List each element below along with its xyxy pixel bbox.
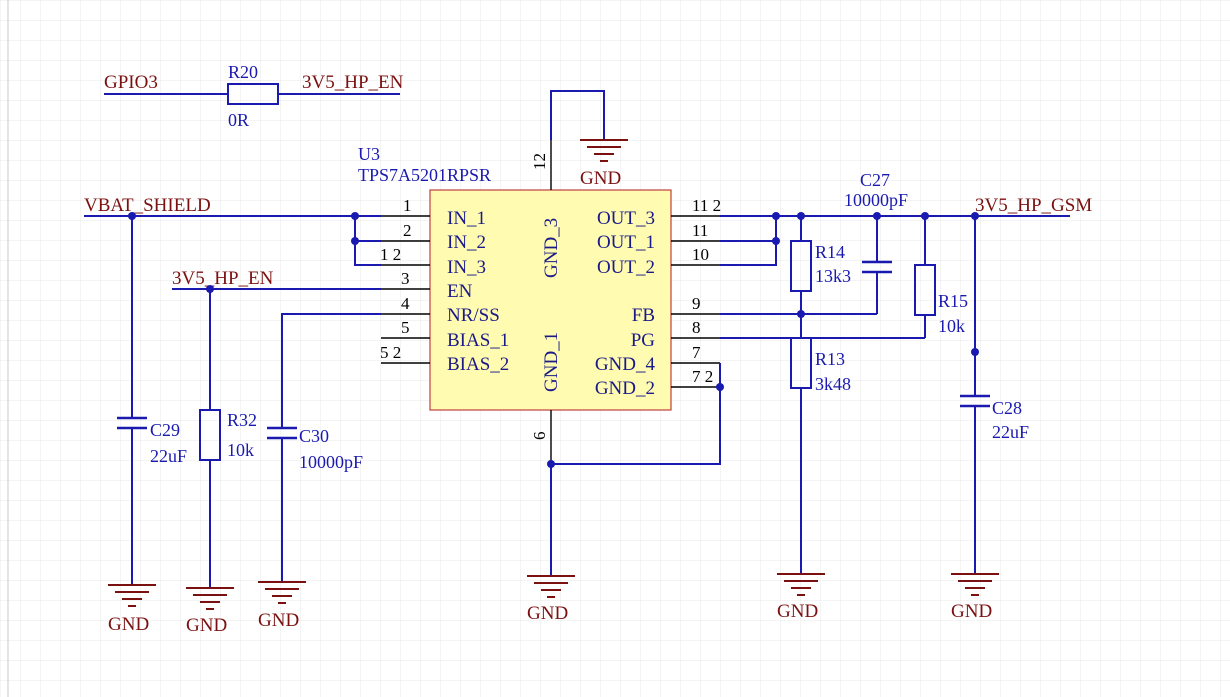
c28-capacitor: [960, 216, 990, 574]
pin-num-r3: 9: [692, 294, 701, 313]
junction-dots: [128, 212, 979, 468]
u3-left-pins: [381, 215, 430, 364]
pin-num-l0: 1: [403, 196, 412, 215]
r14-ref: R14: [815, 242, 845, 262]
gnd-symbol-c30: [258, 581, 306, 604]
r13-ref: R13: [815, 349, 845, 369]
pin-num-top: 12: [530, 153, 549, 170]
gnd-label-c29: GND: [108, 614, 149, 635]
gnd3-wire: [550, 90, 605, 140]
pin-name-pg: PG: [631, 330, 656, 351]
gnd-label-c30: GND: [258, 610, 299, 631]
r15-resistor: [914, 216, 936, 338]
pin-num-l2: 1 2: [380, 245, 401, 264]
c27-ref: C27: [860, 170, 890, 190]
pin-num-l1: 2: [403, 221, 412, 240]
pin-name-in3: IN_3: [447, 257, 486, 278]
pin-num-r1: 11: [692, 221, 708, 240]
pin-num-r6: 7 2: [692, 367, 713, 386]
pin-num-r4: 8: [692, 318, 701, 337]
c27-capacitor: [862, 216, 892, 314]
gnd-symbol-c29: [108, 584, 156, 607]
net-label-out: 3V5_HP_GSM: [975, 195, 1092, 216]
gnd-symbol-c28: [951, 573, 999, 596]
pin-name-gnd1: GND_1: [541, 332, 562, 392]
r32-value: 10k: [227, 440, 254, 460]
r32-resistor: [199, 289, 221, 588]
pin-name-out3: OUT_3: [597, 208, 655, 229]
u3-value: TPS7A5201RPSR: [358, 165, 491, 185]
gnd-symbol-ic: [527, 575, 575, 598]
c30-capacitor: [267, 313, 381, 582]
r20-ref: R20: [228, 62, 258, 82]
pin-name-bias1: BIAS_1: [447, 330, 509, 351]
net-label-en-left: 3V5_HP_EN: [172, 268, 274, 289]
pin-name-en: EN: [447, 281, 473, 302]
pin-name-bias2: BIAS_2: [447, 354, 509, 375]
net-label-vbat: VBAT_SHIELD: [84, 195, 211, 216]
pin-name-gnd3: GND_3: [541, 218, 562, 278]
pin-num-r2: 10: [692, 245, 709, 264]
gnd-label-ic: GND: [527, 603, 568, 624]
c27-value: 10000pF: [844, 190, 908, 210]
pin-num-l5: 5: [401, 318, 410, 337]
pin-num-l6: 5 2: [380, 343, 401, 362]
pin-name-gnd2: GND_2: [595, 378, 655, 399]
gnd-symbol-top: [580, 139, 628, 162]
gnd-label-c28: GND: [951, 601, 992, 622]
c30-ref: C30: [299, 426, 329, 446]
r20-value: 0R: [228, 110, 249, 130]
net-label-en-top: 3V5_HP_EN: [302, 72, 404, 93]
gnd-label-top: GND: [580, 168, 621, 189]
r32-ref: R32: [227, 410, 257, 430]
r13-value: 3k48: [815, 374, 851, 394]
pin-name-out2: OUT_2: [597, 257, 655, 278]
u3-ref: U3: [358, 144, 380, 164]
r15-value: 10k: [938, 316, 965, 336]
pin-num-r5: 7: [692, 343, 701, 362]
pin-name-in1: IN_1: [447, 208, 486, 229]
u3-right-pins: [671, 215, 720, 388]
pin-name-fb: FB: [632, 305, 655, 326]
pin-name-nrss: NR/SS: [447, 305, 500, 326]
c28-value: 22uF: [992, 422, 1029, 442]
c30-value: 10000pF: [299, 452, 363, 472]
c29-value: 22uF: [150, 446, 187, 466]
r14-value: 13k3: [815, 266, 851, 286]
c29-capacitor: [117, 216, 147, 585]
pin-num-bottom: 6: [530, 432, 549, 441]
c28-ref: C28: [992, 398, 1022, 418]
gnd-label-r13: GND: [777, 601, 818, 622]
r15-ref: R15: [938, 291, 968, 311]
gnd-symbol-r32: [186, 587, 234, 610]
gnd-label-r32: GND: [186, 615, 227, 636]
pin-name-in2: IN_2: [447, 232, 486, 253]
pin-num-r0: 11 2: [692, 196, 721, 215]
pin-num-l4: 4: [401, 294, 410, 313]
r20-resistor: [104, 83, 400, 105]
pin-name-out1: OUT_1: [597, 232, 655, 253]
net-label-gpio3: GPIO3: [104, 72, 158, 93]
pin-num-l3: 3: [401, 269, 410, 288]
c29-ref: C29: [150, 420, 180, 440]
gnd-symbol-r13: [777, 573, 825, 596]
pin-name-gnd4: GND_4: [595, 354, 656, 375]
